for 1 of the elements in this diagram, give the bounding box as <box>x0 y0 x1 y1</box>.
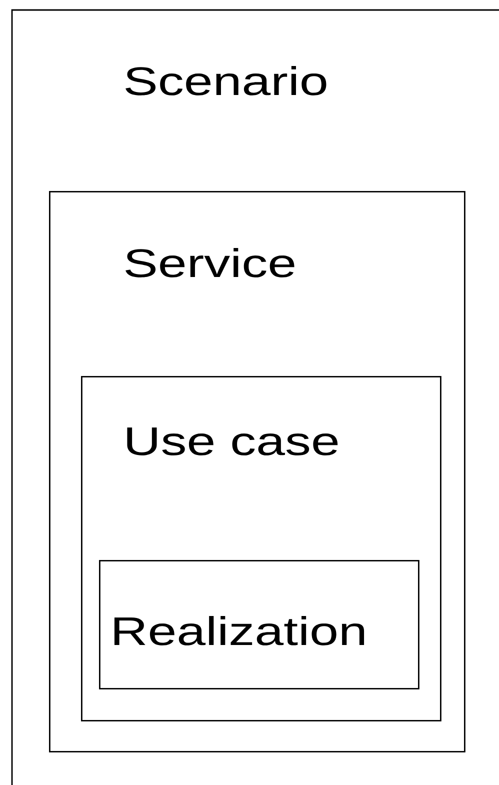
nested-box: Realization <box>99 560 420 690</box>
